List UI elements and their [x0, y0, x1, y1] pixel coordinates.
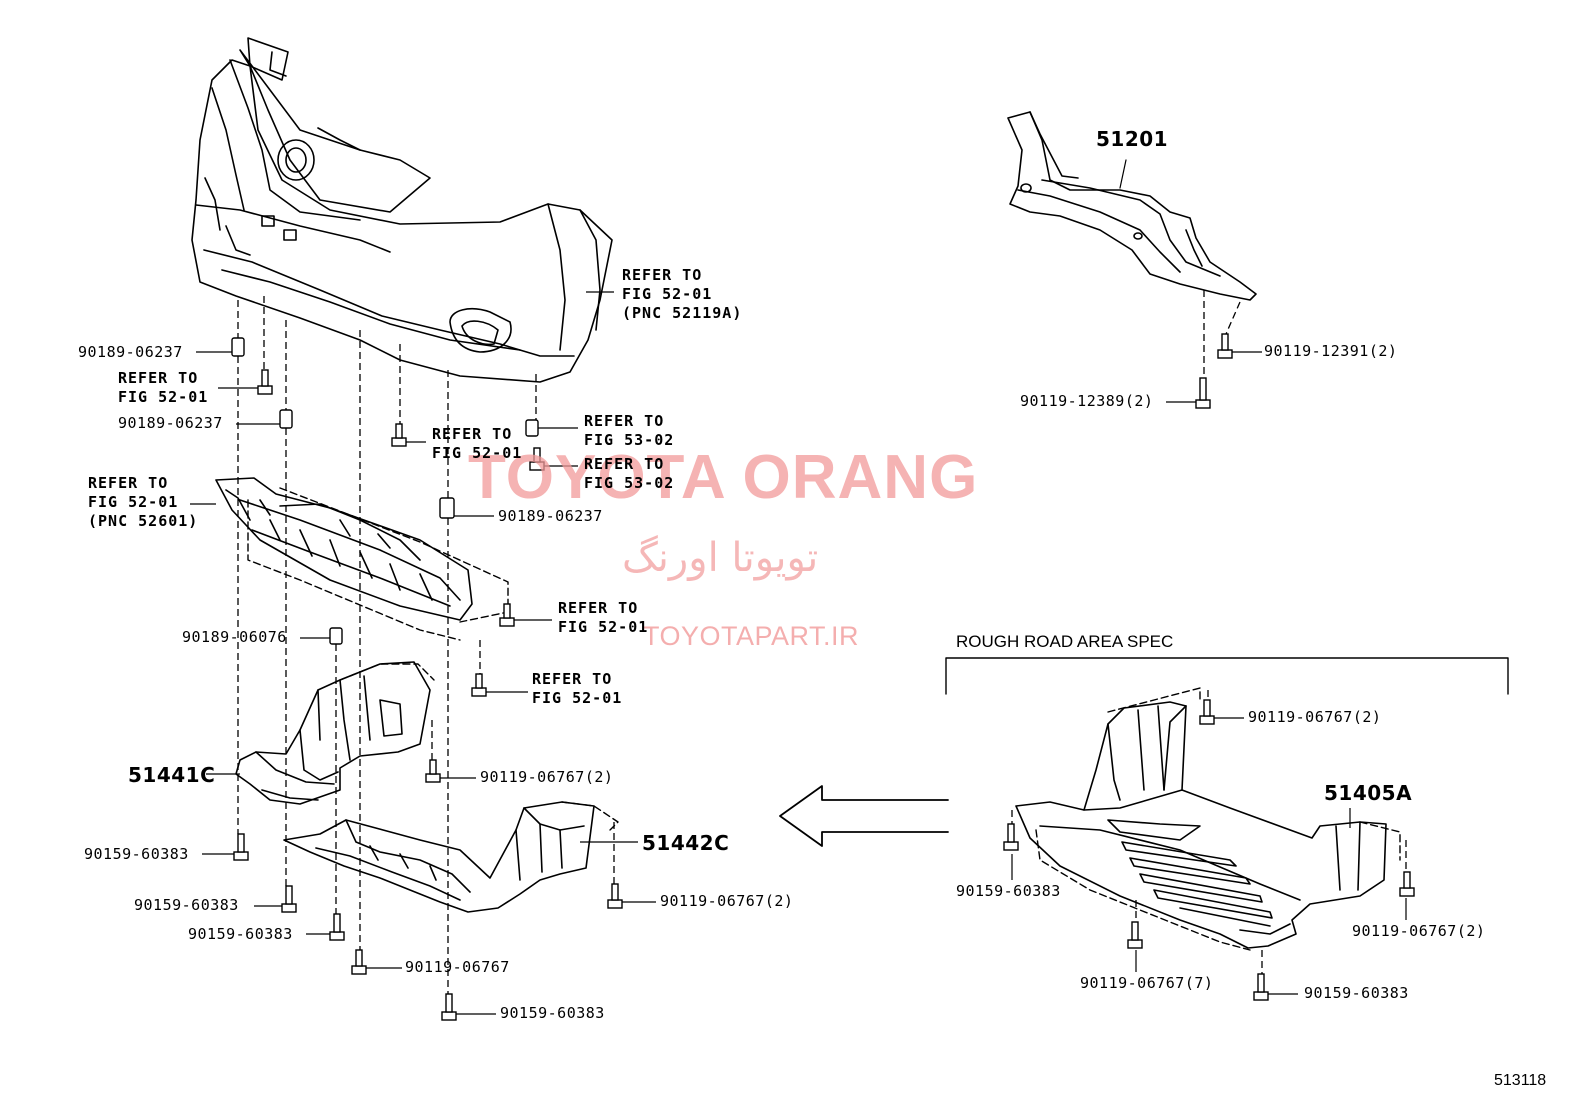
section-title: ROUGH ROAD AREA SPEC [956, 632, 1174, 651]
part-label: 90189-06076 [182, 628, 287, 646]
part-label: 90119-06767(7) [1080, 974, 1214, 992]
part-number-51441c: 51441C [128, 763, 216, 787]
refer-note: REFER TO FIG 52-01 (PNC 52601) [88, 474, 199, 530]
figure-number: 513118 [1494, 1072, 1547, 1089]
part-label: 90159-60383 [84, 845, 189, 863]
refer-note: REFER TO FIG 52-01 [432, 425, 523, 462]
fasteners [231, 333, 1415, 1021]
part-label: 90159-60383 [500, 1004, 605, 1022]
part-label: 90119-12391(2) [1264, 342, 1398, 360]
arrow-indicator [779, 785, 949, 847]
part-label: 90119-06767(2) [480, 768, 614, 786]
front-bumper-drawing [191, 37, 613, 383]
part-label: 90159-60383 [188, 925, 293, 943]
rough-road-cover-drawing [1015, 701, 1387, 949]
part-label: 90119-06767 [405, 958, 510, 976]
part-number-51201: 51201 [1096, 127, 1169, 151]
part-label: 90119-06767(2) [660, 892, 794, 910]
part-label: 90119-12389(2) [1020, 392, 1154, 410]
refer-note: REFER TO FIG 53-02 [584, 455, 675, 492]
bumper-support-outline [247, 487, 509, 641]
part-label: 90159-60383 [956, 882, 1061, 900]
part-label: 90189-06237 [498, 507, 603, 525]
refer-note: REFER TO FIG 52-01 [558, 599, 649, 636]
watermark-site: TOYOTAPART.IR [643, 621, 860, 651]
part-number-51442c: 51442C [642, 831, 730, 855]
assembly-lines [237, 290, 1407, 994]
part-number-51405a: 51405A [1324, 781, 1413, 805]
leader-crossmember [1119, 159, 1127, 189]
refer-note: REFER TO FIG 52-01 [118, 369, 209, 406]
rough-road-bracket [945, 657, 1509, 695]
refer-note: REFER TO FIG 53-02 [584, 412, 675, 449]
watermark-brand-persian: تویوتا اورنگ [622, 535, 819, 581]
watermark-brand: TOYOTA ORANG [468, 443, 979, 512]
part-label: 90159-60383 [1304, 984, 1409, 1002]
part-label: 90159-60383 [134, 896, 239, 914]
refer-note: REFER TO FIG 52-01 (PNC 52119A) [622, 266, 743, 322]
crossmember-drawing [1007, 111, 1257, 301]
part-label: 90119-06767(2) [1248, 708, 1382, 726]
refer-note: REFER TO FIG 52-01 [532, 670, 623, 707]
part-label: 90119-06767(2) [1352, 922, 1486, 940]
part-label: 90189-06237 [118, 414, 223, 432]
engine-cover-left-drawing [235, 661, 431, 805]
leader-lines [190, 291, 1407, 1015]
part-label: 90189-06237 [78, 343, 183, 361]
engine-cover-right-drawing [283, 801, 595, 913]
bumper-support-drawing [215, 477, 473, 621]
